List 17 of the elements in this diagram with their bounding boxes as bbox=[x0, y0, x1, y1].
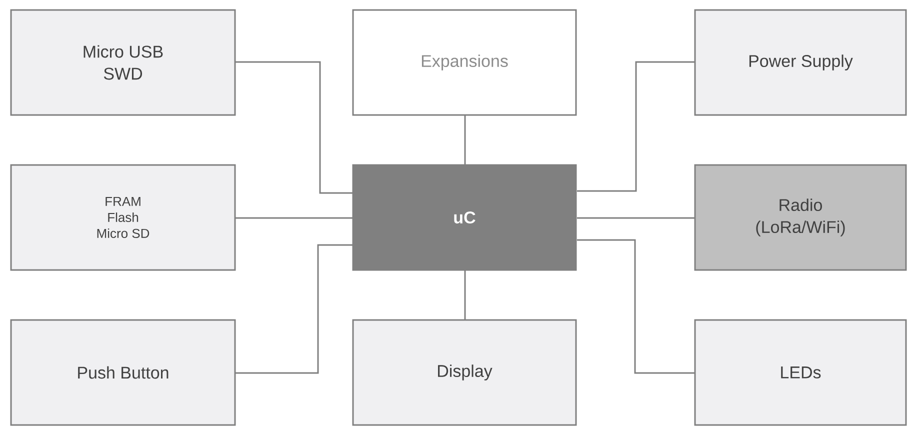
module-box: Power Supply bbox=[694, 9, 907, 116]
connector-line bbox=[577, 217, 695, 219]
connector-line bbox=[464, 270, 466, 320]
module-box: Expansions bbox=[352, 9, 577, 116]
module-box: LEDs bbox=[694, 319, 907, 426]
module-box: Display bbox=[352, 319, 577, 426]
connector-line bbox=[235, 61, 353, 194]
connector-line bbox=[577, 239, 695, 374]
module-box: FRAM Flash Micro SD bbox=[10, 164, 236, 271]
connector-line bbox=[464, 115, 466, 165]
module-box: Push Button bbox=[10, 319, 236, 426]
module-box: Radio (LoRa/WiFi) bbox=[694, 164, 907, 271]
microcontroller-box: uC bbox=[352, 164, 577, 271]
connector-line bbox=[577, 61, 695, 192]
connector-line bbox=[235, 217, 353, 219]
module-box: Micro USB SWD bbox=[10, 9, 236, 116]
connector-line bbox=[235, 244, 353, 374]
